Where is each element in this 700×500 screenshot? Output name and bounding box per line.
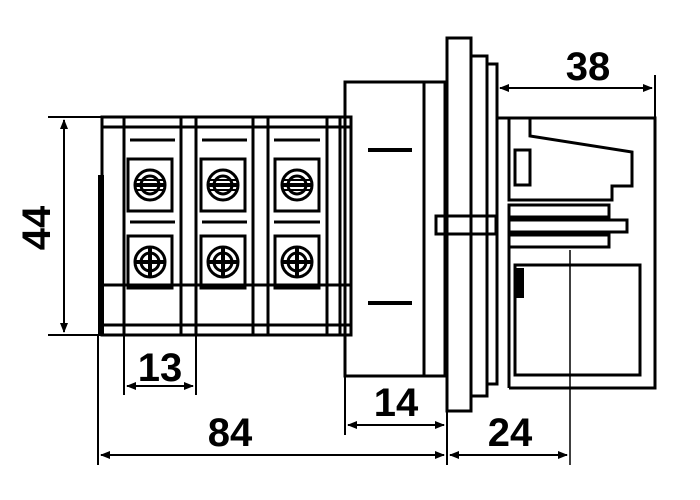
dim-14-label: 14 [374, 381, 419, 425]
dim-44-label: 44 [15, 205, 59, 250]
terminal-screw [126, 157, 174, 213]
terminal-screw [199, 157, 247, 213]
terminal-block-outline [100, 115, 353, 337]
front-panel [434, 36, 499, 413]
terminal-block [98, 115, 353, 337]
dim-38-label: 38 [566, 45, 611, 89]
dim-84-label: 84 [208, 411, 253, 455]
switch-body [343, 80, 447, 378]
handle-knob [497, 116, 657, 390]
knob-outline [497, 116, 657, 390]
panel-flange [445, 36, 473, 413]
terminal-screw [126, 234, 174, 290]
dim-24-label: 24 [488, 411, 533, 455]
terminal-screw [199, 234, 247, 290]
terminal-screw [273, 157, 321, 213]
terminal-screw [273, 234, 321, 290]
body-housing [343, 80, 447, 378]
dim-13-label: 13 [138, 346, 183, 390]
terminal-screws [126, 157, 321, 290]
dimension-lines [48, 64, 656, 465]
